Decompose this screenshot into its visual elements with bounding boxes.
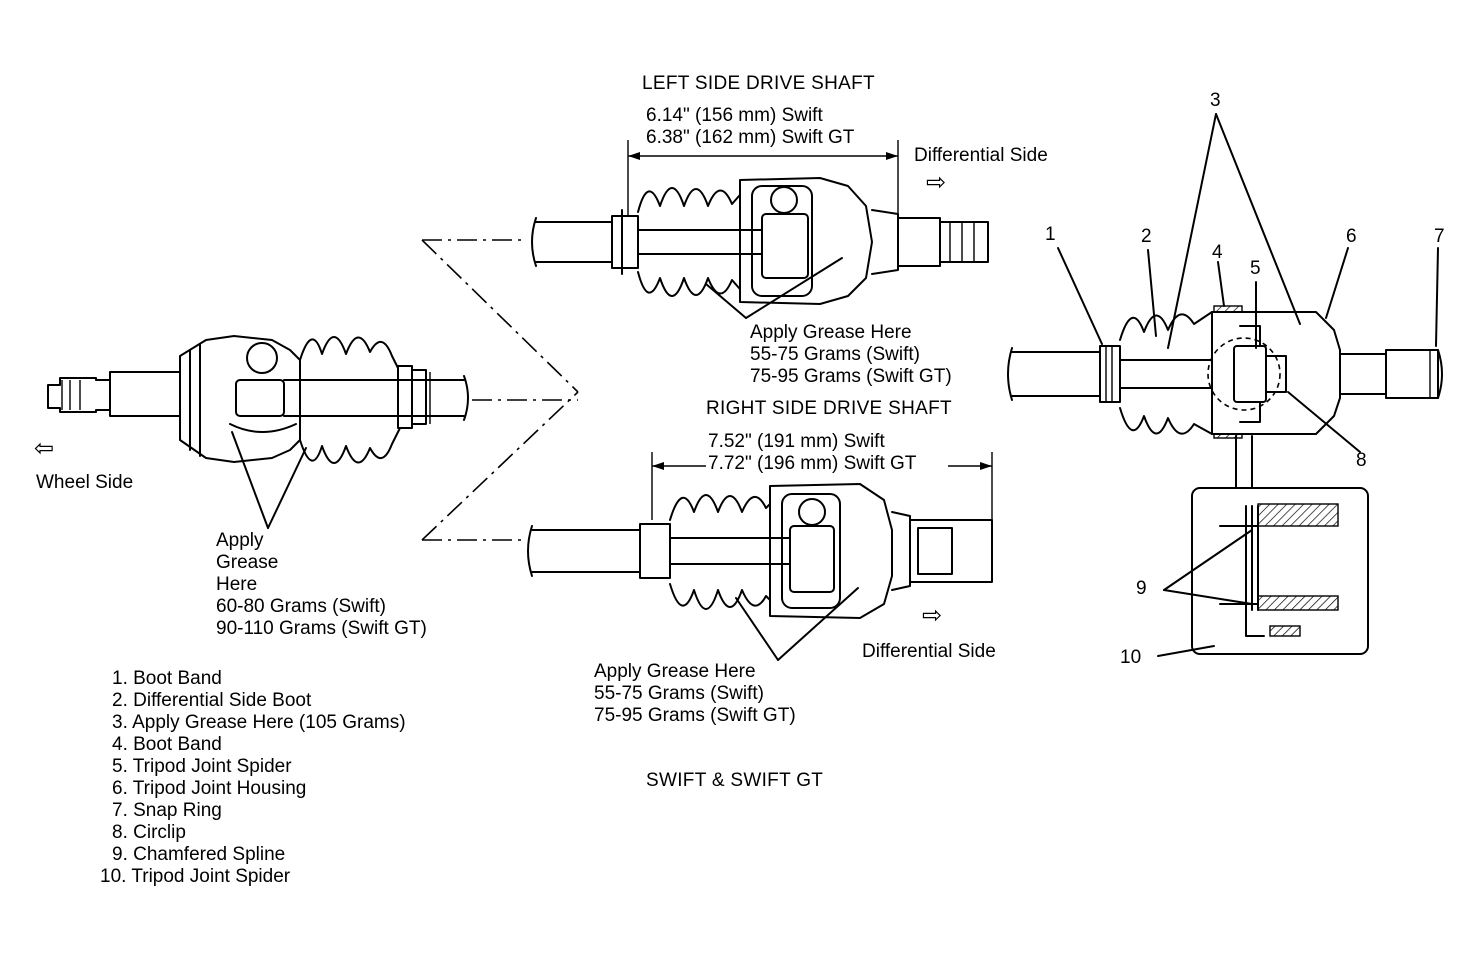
callout-2: 2: [1141, 226, 1152, 247]
legend-item: 9. Chamfered Spline: [112, 844, 286, 865]
right-grease-line-3: 75-95 Grams (Swift GT): [594, 705, 796, 726]
left-dim-line-2: 6.38" (162 mm) Swift GT: [646, 127, 855, 148]
right-side-shaft-drawing: [527, 452, 993, 661]
callout-5: 5: [1250, 258, 1261, 279]
callout-3: 3: [1210, 90, 1221, 111]
wheel-side-joint-drawing: [47, 335, 469, 529]
right-grease-line-2: 55-75 Grams (Swift): [594, 683, 764, 704]
callout-7: 7: [1434, 226, 1445, 247]
right-shaft-grease-note: Apply Grease Here 55-75 Grams (Swift) 75…: [594, 661, 796, 727]
legend-item: 10. Tripod Joint Spider: [100, 866, 291, 887]
left-direction-arrow-icon: ⇨: [926, 169, 947, 196]
callout-6: 6: [1346, 226, 1357, 247]
legend-item: 1. Boot Band: [112, 668, 222, 689]
legend-item: 8. Circlip: [112, 822, 186, 843]
legend-item: 5. Tripod Joint Spider: [112, 756, 292, 777]
right-dim-line-1: 7.52" (191 mm) Swift: [708, 431, 885, 452]
callout-1: 1: [1045, 224, 1056, 245]
right-shaft-dimension: 7.52" (191 mm) Swift 7.72" (196 mm) Swif…: [708, 431, 916, 475]
wheel-grease-line-3: Here: [216, 574, 258, 595]
wheel-direction-arrow-icon: ⇦: [34, 435, 55, 462]
diagram-caption: SWIFT & SWIFT GT: [646, 770, 824, 791]
right-shaft-direction: Differential Side: [862, 641, 996, 662]
left-grease-line-1: Apply Grease Here: [750, 322, 912, 343]
left-dim-line-1: 6.14" (156 mm) Swift: [646, 105, 823, 126]
wheel-grease-line-5: 90-110 Grams (Swift GT): [216, 618, 427, 639]
legend-item: 4. Boot Band: [112, 734, 222, 755]
right-shaft-title: RIGHT SIDE DRIVE SHAFT: [706, 398, 952, 419]
callout-8: 8: [1356, 450, 1367, 471]
left-grease-line-3: 75-95 Grams (Swift GT): [750, 366, 952, 387]
wheel-grease-line-4: 60-80 Grams (Swift): [216, 596, 386, 617]
projection-lines: [421, 239, 579, 541]
left-shaft-dimension: 6.14" (156 mm) Swift 6.38" (162 mm) Swif…: [646, 105, 854, 149]
detail-assembly-drawing: [1007, 113, 1443, 657]
wheel-side-direction: Wheel Side: [36, 472, 134, 493]
right-direction-arrow-icon: ⇨: [922, 602, 943, 629]
left-grease-line-2: 55-75 Grams (Swift): [750, 344, 920, 365]
wheel-grease-note: Apply Grease Here 60-80 Grams (Swift) 90…: [216, 530, 427, 640]
wheel-grease-line-2: Grease: [216, 552, 279, 573]
right-dim-line-2: 7.72" (196 mm) Swift GT: [708, 453, 917, 474]
left-shaft-direction: Differential Side: [914, 145, 1048, 166]
left-shaft-title: LEFT SIDE DRIVE SHAFT: [642, 73, 875, 94]
left-side-shaft-drawing: [531, 140, 989, 319]
parts-legend: 1. Boot Band 2. Differential Side Boot 3…: [100, 668, 406, 888]
callout-4: 4: [1212, 242, 1223, 263]
right-grease-line-1: Apply Grease Here: [594, 661, 756, 682]
callout-9: 9: [1136, 578, 1147, 599]
legend-item: 7. Snap Ring: [112, 800, 222, 821]
legend-item: 6. Tripod Joint Housing: [112, 778, 307, 799]
legend-item: 2. Differential Side Boot: [112, 690, 312, 711]
left-shaft-grease-note: Apply Grease Here 55-75 Grams (Swift) 75…: [750, 322, 952, 388]
wheel-grease-line-1: Apply: [216, 530, 264, 551]
callout-10: 10: [1120, 647, 1142, 668]
legend-item: 3. Apply Grease Here (105 Grams): [112, 712, 406, 733]
